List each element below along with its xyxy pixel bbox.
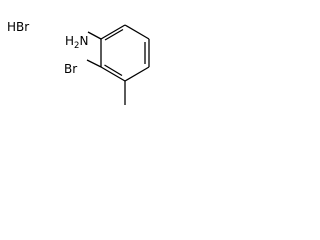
ring-double-bond-c2-c3	[104, 64, 123, 77]
ring-bond-c2-c3	[100, 66, 126, 82]
amine-h: H	[65, 34, 74, 48]
benzene-ring	[100, 24, 150, 82]
ring-bond-c3-c4	[124, 66, 150, 82]
ring-double-bond-c1-c6	[104, 28, 124, 41]
bromo-label: Br	[64, 62, 77, 76]
amine-subscript: 2	[74, 41, 79, 51]
amine-label: H2N	[65, 34, 88, 51]
ring-bond-c6-c1	[100, 24, 126, 40]
molecule-diagram: HBr H2N Br	[7, 20, 150, 105]
amine-n: N	[79, 34, 88, 48]
hbr-label: HBr	[7, 20, 29, 34]
bond-to-amine	[87, 31, 102, 40]
ring-bond-c5-c6	[124, 24, 150, 40]
bond-to-bromine	[86, 59, 102, 68]
